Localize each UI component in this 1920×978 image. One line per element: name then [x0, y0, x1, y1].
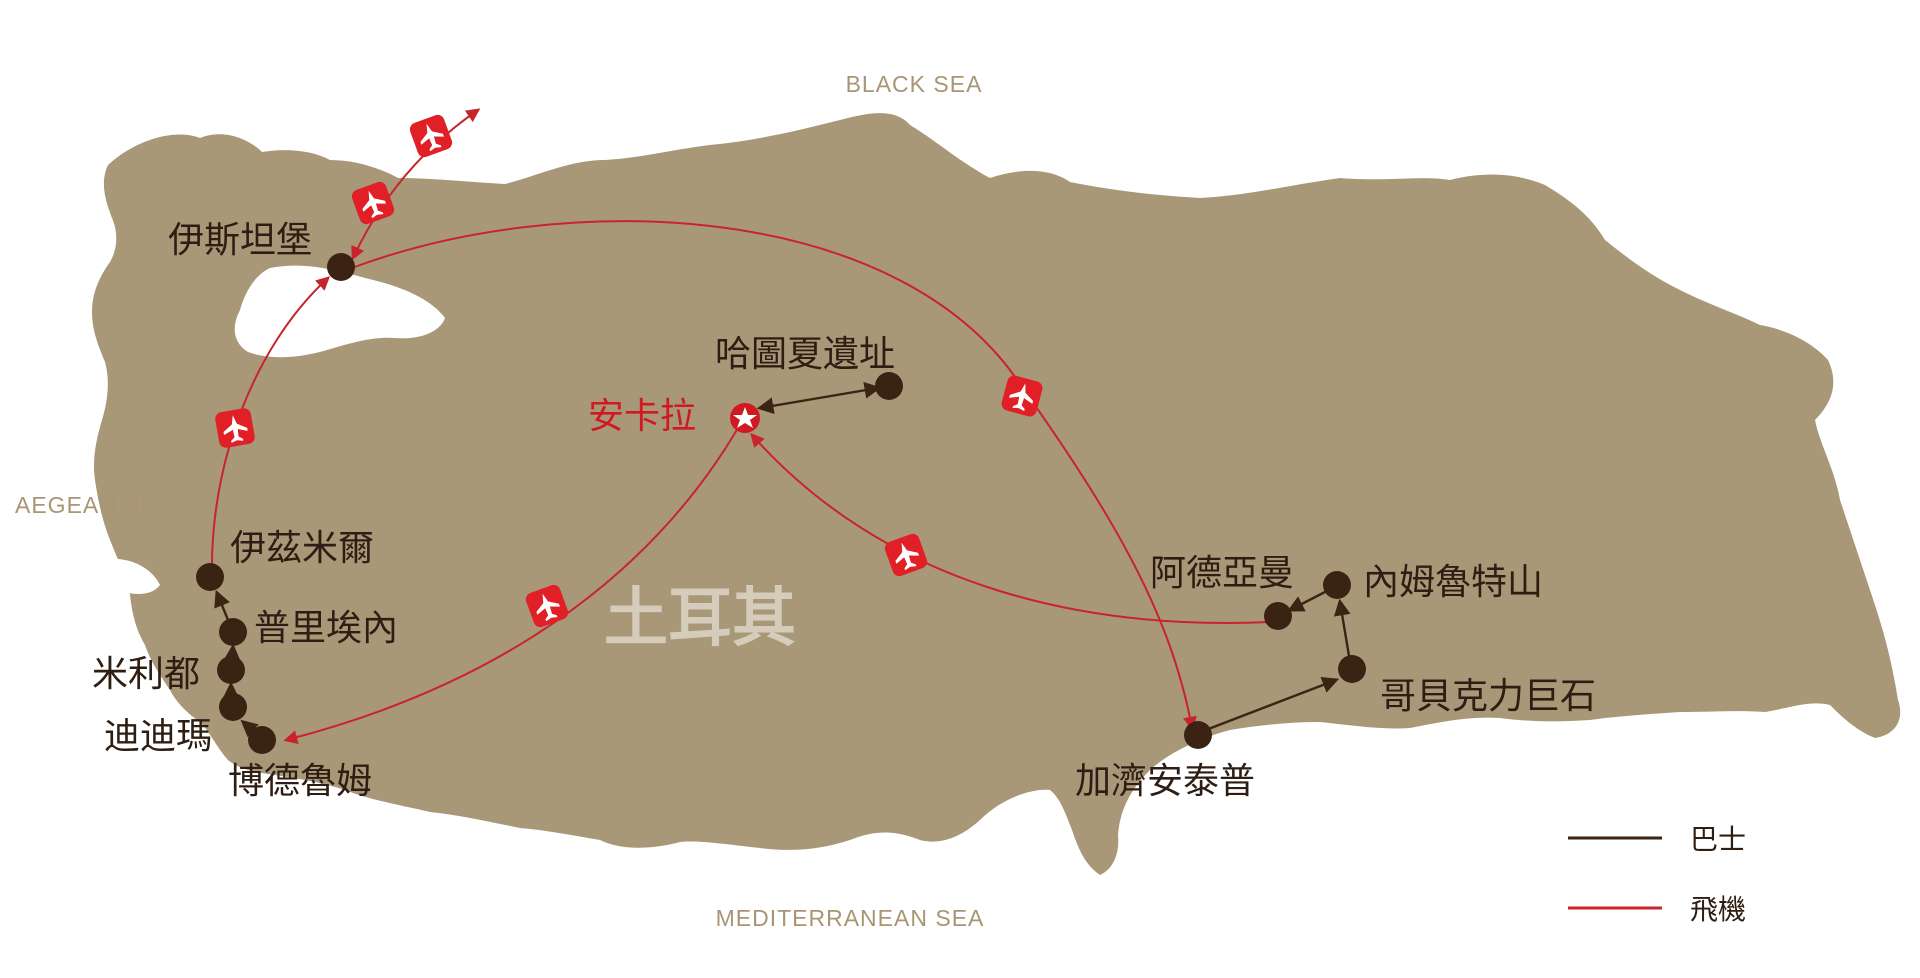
city-dot-icon [1338, 655, 1366, 683]
bus-route-ankara-hattusa [756, 381, 882, 415]
city-label-bodrum: 博德魯姆 [228, 761, 372, 802]
city-label-izmir: 伊茲米爾 [230, 528, 374, 569]
flight-routes [210, 108, 1271, 744]
bus-route-priene-izmir [214, 589, 230, 621]
black-sea-label: BLACK SEA [846, 71, 983, 97]
airplane-icon [407, 112, 455, 160]
city-dot-icon [248, 726, 276, 754]
city-label-istanbul: 伊斯坦堡 [168, 220, 312, 261]
city-label-nemrut: 內姆魯特山 [1363, 562, 1543, 603]
city-dot-icon [1264, 602, 1292, 630]
flight-route-istanbul-international [351, 108, 481, 261]
turkey-landmass [92, 113, 1901, 876]
city-dot-icon [196, 563, 224, 591]
bus-route-gaziantep-gobekli [1197, 676, 1340, 735]
city-dot-icon [219, 693, 247, 721]
city-dot-icon [217, 656, 245, 684]
city-label-didyma: 迪迪瑪 [104, 716, 212, 757]
bus-route-gobekli-nemrut [1333, 598, 1352, 663]
star-icon [730, 403, 760, 433]
city-dot-icon [327, 253, 355, 281]
city-dot-icon [219, 618, 247, 646]
city-label-priene: 普里埃內 [254, 608, 398, 649]
city-label-gobekli: 哥貝克力巨石 [1380, 676, 1596, 717]
city-dot-icon [1184, 721, 1212, 749]
city-label-adiyaman: 阿德亞曼 [1150, 553, 1294, 594]
airplane-icon [214, 407, 256, 449]
city-label-miletus: 米利都 [92, 654, 200, 695]
bus-route-nemrut-adiyaman [1287, 590, 1326, 612]
city-label-gaziantep: 加濟安泰普 [1075, 761, 1255, 802]
city-dot-icon [875, 372, 903, 400]
mediterranean-sea-label: MEDITERRANEAN SEA [716, 905, 985, 931]
city-label-hattusa: 哈圖夏遺址 [715, 334, 895, 375]
legend-flight-label: 飛機 [1690, 893, 1746, 926]
map-legend: 巴士 飛機 [1568, 823, 1746, 926]
country-label: 土耳其 [604, 582, 796, 656]
aegean-sea-label: AEGEAN SEA [15, 492, 173, 518]
capital-label-ankara: 安卡拉 [588, 396, 696, 437]
flight-route-adiyaman-ankara [750, 432, 1271, 624]
flight-route-istanbul-gaziantep [351, 220, 1197, 731]
city-dot-icon [1323, 571, 1351, 599]
city-stops [196, 253, 1366, 754]
flight-route-ankara-bodrum [283, 427, 739, 744]
legend-bus-label: 巴士 [1690, 823, 1746, 856]
